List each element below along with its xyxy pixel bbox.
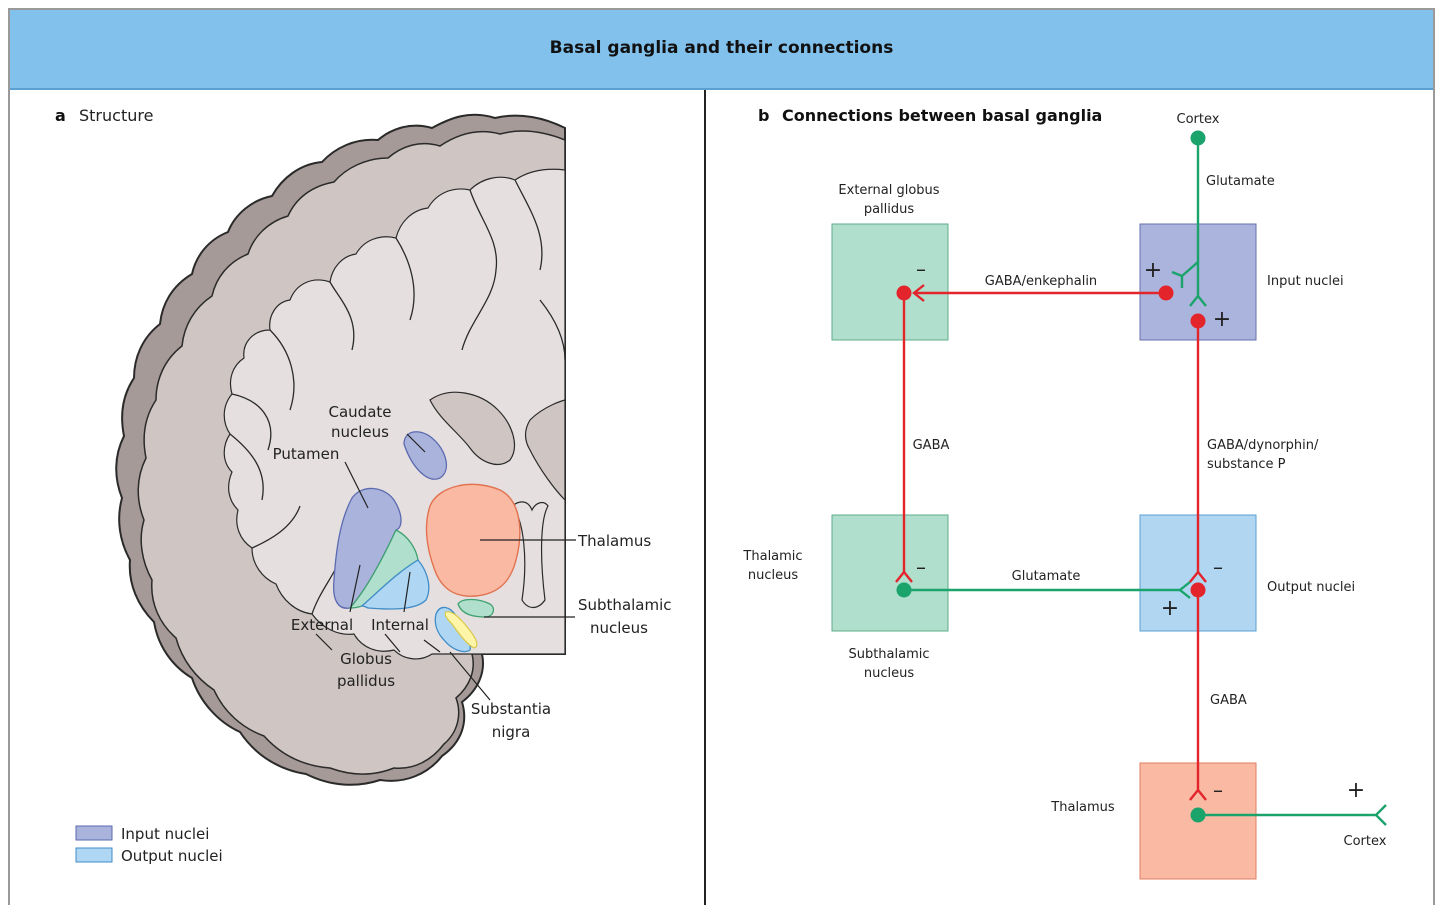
legend-label-output: Output nuclei [121, 847, 223, 865]
third-ventricle [511, 501, 549, 609]
label-caudate-1: Caudate [329, 403, 392, 421]
label-subthalamic-2: nucleus [864, 666, 914, 681]
figure-title: Basal ganglia and their connections [549, 38, 894, 58]
label-thalamus: Thalamus [577, 532, 651, 550]
legend-label-input: Input nuclei [121, 825, 209, 843]
panel-a-title: Structure [79, 106, 153, 125]
label-cortex-bottom: Cortex [1344, 834, 1387, 849]
subthalamic-soma [896, 582, 912, 598]
label-internal: Internal [371, 616, 429, 634]
sign-plus-input-left: + [1144, 258, 1162, 283]
label-subthalamic-2: nucleus [590, 619, 648, 637]
panel-divider [704, 90, 706, 905]
sign-minus-output: – [1213, 555, 1223, 579]
box-external-globus-pallidus [831, 223, 949, 341]
input-enk-soma [1158, 285, 1174, 301]
frame-border-top [8, 8, 1435, 10]
sign-minus-thalamus: – [1213, 778, 1223, 802]
substantia-nigra-compacta-shape [444, 611, 478, 649]
panel-a-structure: a Structure [55, 106, 672, 865]
internal-globus-pallidus-shape [360, 559, 430, 610]
label-gaba-enkephalin: GABA/enkephalin [985, 274, 1097, 289]
legend-swatch-output [75, 847, 113, 863]
egp-soma [896, 285, 912, 301]
inhibitory-pathways [895, 284, 1207, 801]
label-output-nuclei: Output nuclei [1267, 580, 1355, 595]
label-thalamus-b: Thalamus [1050, 800, 1115, 815]
panel-b-letter: b [758, 106, 769, 125]
label-putamen: Putamen [273, 445, 340, 463]
label-subthalamic-1: Subthalamic [848, 647, 929, 662]
sign-minus-egp: – [916, 257, 926, 281]
sign-plus-cortex: + [1347, 778, 1365, 803]
label-gaba-dyn-1: GABA/dynorphin/ [1207, 438, 1319, 453]
frame-border-left [8, 8, 10, 905]
frame-border-right [1433, 8, 1435, 905]
label-thalamic-1: Thalamic [742, 549, 802, 564]
label-external: External [291, 616, 353, 634]
label-glutamate-mid: Glutamate [1012, 569, 1081, 584]
input-dyn-soma [1190, 313, 1206, 329]
label-glutamate-top: Glutamate [1206, 174, 1275, 189]
excitatory-pathways [904, 140, 1387, 826]
label-globus-1: Globus [340, 650, 392, 668]
label-caudate-2: nucleus [331, 423, 389, 441]
figure-header: Basal ganglia and their connections [8, 8, 1435, 90]
label-gaba-lower: GABA [1210, 693, 1247, 708]
label-subthalamic-1: Subthalamic [578, 596, 672, 614]
box-subthalamic-nucleus [831, 514, 949, 632]
thalamus-soma [1190, 807, 1206, 823]
sign-plus-output: + [1161, 596, 1179, 621]
caudate-nucleus-shape [403, 431, 448, 480]
label-egp-1: External globus [838, 183, 939, 198]
thalamus-shape [425, 483, 521, 597]
cortex-top-soma [1190, 130, 1206, 146]
panel-b-title: Connections between basal ganglia [782, 106, 1102, 125]
label-gaba-left: GABA [913, 438, 950, 453]
output-soma [1190, 582, 1206, 598]
sign-minus-stn: – [916, 555, 926, 579]
label-cortex-top: Cortex [1177, 112, 1220, 127]
panel-a-leader-lines [315, 433, 576, 701]
label-substantia-2: nigra [492, 723, 531, 741]
subthalamic-nucleus-shape [457, 598, 495, 618]
label-substantia-1: Substantia [471, 700, 551, 718]
panel-a-letter: a [55, 106, 66, 125]
legend-swatch-input [75, 825, 113, 841]
label-globus-2: pallidus [337, 672, 395, 690]
substantia-nigra-output-shape [434, 606, 471, 653]
medial-fold [524, 399, 566, 502]
sign-plus-input-right: + [1213, 307, 1231, 332]
label-input-nuclei: Input nuclei [1267, 274, 1344, 289]
lateral-ventricle [429, 391, 515, 465]
label-egp-2: pallidus [864, 202, 915, 217]
panel-b-connections: b Connections between basal ganglia [742, 106, 1387, 880]
label-gaba-dyn-2: substance P [1207, 457, 1286, 472]
label-thalamic-2: nucleus [748, 568, 798, 583]
